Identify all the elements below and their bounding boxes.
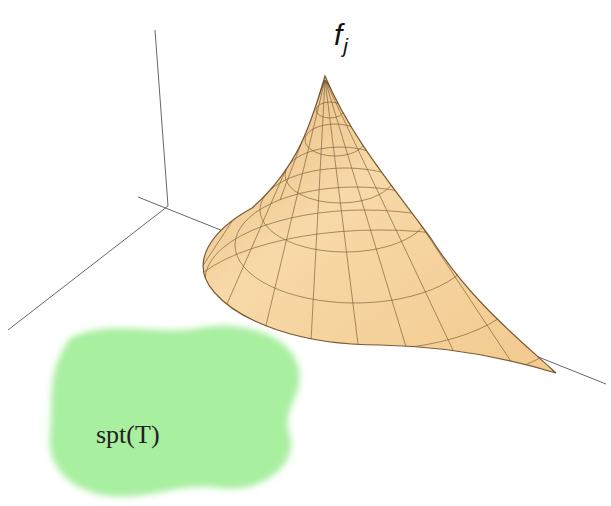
region-label: spt(T) — [96, 420, 160, 450]
support-region: spt(T) — [40, 316, 308, 504]
x-axis — [8, 206, 168, 330]
function-label: fj — [334, 18, 347, 52]
bump-surface — [203, 76, 556, 373]
function-name: f — [334, 18, 342, 51]
green-blob — [40, 316, 308, 504]
z-axis — [155, 30, 168, 206]
function-index: j — [343, 34, 348, 57]
